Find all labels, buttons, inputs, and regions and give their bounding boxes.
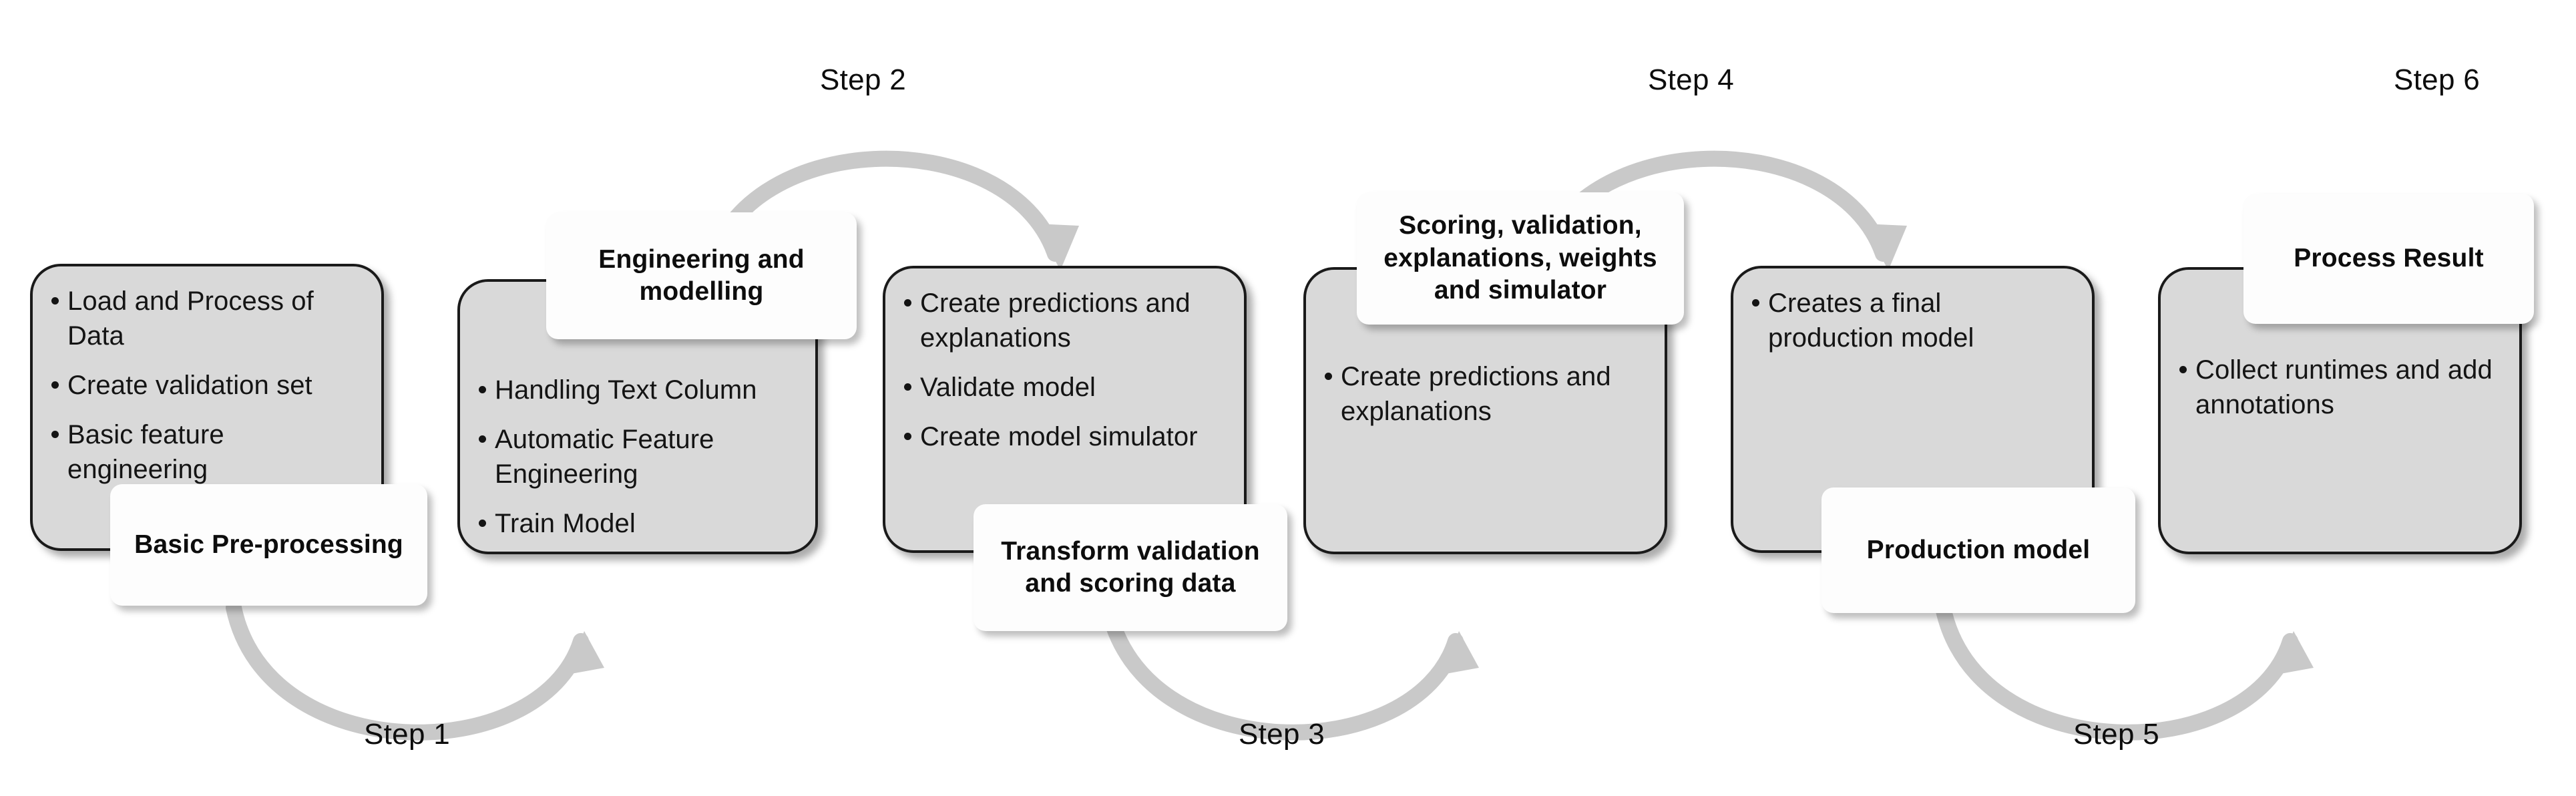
- bullet-list-stage-3: Create predictions and explanations Vali…: [903, 286, 1224, 454]
- step-1-arrow-arc: [226, 600, 604, 741]
- bullet-item: Basic feature engineering: [50, 417, 361, 487]
- step-caption-2: Step 2: [820, 63, 907, 96]
- bullet-item: Create predictions and explanations: [1323, 359, 1645, 429]
- stage-label-text: Transform validation and scoring data: [1001, 536, 1260, 598]
- bullet-dot-icon: [904, 433, 911, 440]
- bullet-list-stage-6: Collect runtimes and add annotations: [2178, 353, 2499, 422]
- bullet-item: Load and Process of Data: [50, 284, 361, 353]
- bullet-dot-icon: [51, 431, 59, 438]
- bullet-item: Collect runtimes and add annotations: [2178, 353, 2499, 422]
- bullet-dot-icon: [479, 435, 486, 443]
- stage-label-card-6[interactable]: Process Result: [2243, 194, 2534, 324]
- bullet-dot-icon: [1752, 299, 1759, 307]
- step-caption-1: Step 1: [364, 718, 451, 751]
- stage-label-text: Process Result: [2294, 244, 2484, 273]
- bullet-list-stage-1: Load and Process of Data Create validati…: [50, 284, 361, 487]
- step-caption-5: Step 5: [2073, 718, 2160, 751]
- bullet-item: Train Model: [477, 506, 795, 541]
- bullet-item: Creates a final production model: [1751, 286, 2072, 355]
- bullet-list-stage-4: Create predictions and explanations: [1323, 359, 1645, 429]
- stage-label-card-4[interactable]: Scoring, validation, explanations, weigh…: [1357, 192, 1684, 325]
- bullet-item: Create predictions and explanations: [903, 286, 1224, 355]
- bullet-item: Automatic Feature Engineering: [477, 422, 795, 491]
- stage-label-text: Scoring, validation, explanations, weigh…: [1383, 211, 1657, 305]
- bullet-item: Validate model: [903, 370, 1224, 405]
- bullet-list-stage-2: Handling Text Column Automatic Feature E…: [477, 373, 795, 541]
- step-caption-6: Step 6: [2394, 63, 2481, 96]
- stage-label-text: Basic Pre-processing: [134, 530, 403, 559]
- bullet-item: Handling Text Column: [477, 373, 795, 407]
- stage-label-text: Production model: [1866, 535, 2091, 564]
- bullet-dot-icon: [1325, 373, 1332, 380]
- stage-label-text: Engineering and modelling: [598, 244, 805, 306]
- bullet-dot-icon: [2179, 366, 2187, 373]
- step-caption-4: Step 4: [1648, 63, 1735, 96]
- bullet-list-stage-5: Creates a final production model: [1751, 286, 2072, 355]
- stage-label-card-2[interactable]: Engineering and modelling: [546, 212, 857, 339]
- bullet-item: Create validation set: [50, 368, 361, 403]
- bullet-item: Create model simulator: [903, 419, 1224, 454]
- bullet-dot-icon: [904, 383, 911, 391]
- bullet-dot-icon: [904, 299, 911, 307]
- stage-label-card-3[interactable]: Transform validation and scoring data: [974, 504, 1287, 631]
- bullet-dot-icon: [479, 520, 486, 527]
- stage-label-card-1[interactable]: Basic Pre-processing: [110, 484, 427, 606]
- bullet-dot-icon: [51, 297, 59, 305]
- step-caption-3: Step 3: [1239, 718, 1325, 751]
- bullet-dot-icon: [479, 386, 486, 393]
- stage-label-card-5[interactable]: Production model: [1821, 487, 2135, 613]
- bullet-dot-icon: [51, 381, 59, 389]
- step-5-arrow-arc: [1935, 600, 2314, 741]
